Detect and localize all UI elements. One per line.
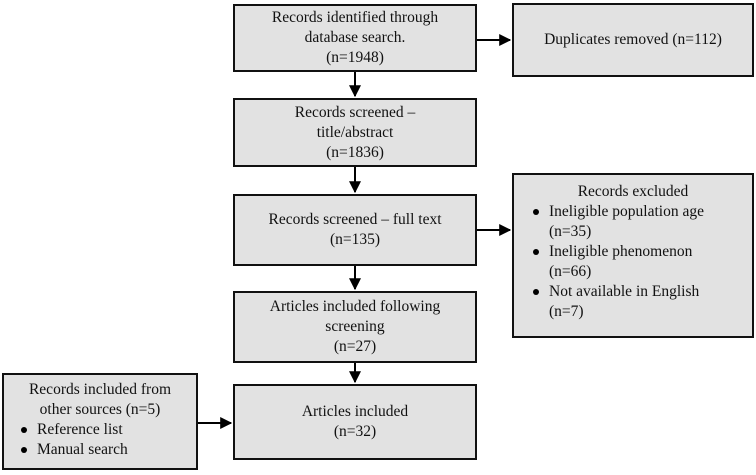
box-records-excluded: Records excluded Ineligible population a… <box>512 173 754 338</box>
bullet-dot-icon <box>533 289 539 295</box>
box-included-following-screening: Articles included following screening (n… <box>233 291 477 363</box>
box-records-identified-line: Records identified through <box>271 9 439 26</box>
box-other-sources-line: Records included from <box>28 381 172 398</box>
excluded-reason-label: Ineligible population age <box>549 203 704 220</box>
excluded-reason-count: (n=35) <box>549 223 592 240</box>
box-screened-title-abstract: Records screened – title/abstract (n=183… <box>233 98 477 167</box>
box-duplicates-removed-line: Duplicates removed (n=112) <box>544 31 722 48</box>
excluded-reason-count: (n=66) <box>549 263 592 280</box>
box-records-identified-line: (n=1948) <box>326 49 384 66</box>
box-screened-full-text-line: (n=135) <box>329 231 381 248</box>
box-screened-title-abstract-line: (n=1836) <box>326 143 384 161</box>
excluded-reason-item: Ineligible population age (n=35) <box>520 202 704 242</box>
box-other-sources-line: other sources (n=5) <box>39 401 161 418</box>
box-screened-full-text-line: Records screened – full text <box>268 211 442 228</box>
bullet-dot-icon <box>533 249 539 255</box>
box-articles-included-line: Articles included <box>301 403 409 420</box>
excluded-reason-item: Ineligible phenomenon (n=66) <box>520 242 692 282</box>
box-included-following-screening-line: (n=27) <box>333 338 377 355</box>
other-source-label: Manual search <box>37 441 128 458</box>
box-included-following-screening-line: Articles included following <box>269 298 441 315</box>
box-records-excluded-title: Records excluded <box>577 183 689 200</box>
box-screened-title-abstract-line: title/abstract <box>316 123 394 141</box>
box-screened-title-abstract-line: Records screened – <box>294 103 416 121</box>
excluded-reason-label: Ineligible phenomenon <box>549 243 693 260</box>
excluded-reasons-list: Ineligible population age (n=35) Ineligi… <box>520 202 746 322</box>
box-records-identified-line: database search. <box>304 29 406 46</box>
box-screened-full-text: Records screened – full text (n=135) <box>233 194 477 266</box>
other-source-item: Reference list <box>8 420 123 440</box>
box-included-following-screening-line: screening <box>325 318 385 335</box>
other-source-label: Reference list <box>37 421 123 438</box>
other-source-item: Manual search <box>8 440 128 460</box>
bullet-dot-icon <box>21 427 27 433</box>
box-articles-included-line: (n=32) <box>333 423 377 440</box>
other-sources-list: Reference list Manual search <box>8 420 192 460</box>
box-articles-included: Articles included (n=32) <box>233 384 477 460</box>
excluded-reason-item: Not available in English (n=7) <box>520 282 699 322</box>
excluded-reason-label: Not available in English <box>549 283 700 300</box>
box-records-identified: Records identified through database sear… <box>233 4 477 72</box>
box-other-sources: Records included from other sources (n=5… <box>2 373 198 470</box>
box-duplicates-removed: Duplicates removed (n=112) <box>512 3 754 77</box>
bullet-dot-icon <box>21 447 27 453</box>
excluded-reason-count: (n=7) <box>549 303 584 320</box>
bullet-dot-icon <box>533 209 539 215</box>
